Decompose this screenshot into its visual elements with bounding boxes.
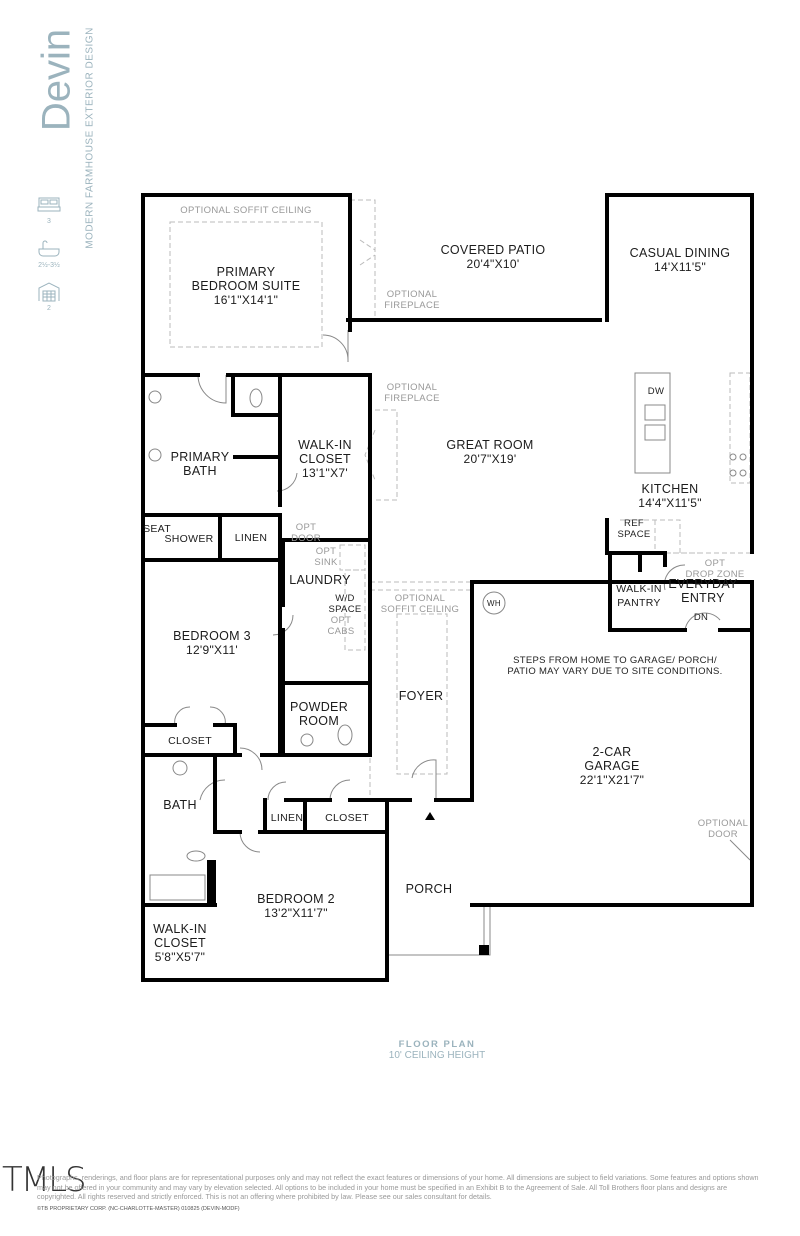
room-name: PRIMARY BEDROOM SUITE bbox=[191, 265, 301, 293]
room-name: COVERED PATIO bbox=[440, 243, 546, 257]
note-dishwasher: DW bbox=[647, 386, 665, 397]
garage-icon bbox=[38, 282, 60, 302]
room-name: BEDROOM 2 bbox=[257, 892, 335, 906]
disclaimer: Photographs, renderings, and floor plans… bbox=[37, 1173, 759, 1201]
room-walk-in-pantry: WALK-IN PANTRY bbox=[616, 583, 662, 609]
note-opt-cabs: OPT CABS bbox=[327, 615, 355, 637]
room-dims: 13'2"X11'7" bbox=[264, 906, 328, 920]
bathroom-count: 2½-3½ bbox=[38, 262, 60, 269]
water-heater-label: WH bbox=[487, 599, 501, 608]
garage-count: 2 bbox=[47, 305, 51, 312]
room-linen-primary: LINEN bbox=[234, 532, 268, 544]
note-opt-sink: OPT SINK bbox=[314, 546, 338, 568]
room-shower: SHOWER bbox=[164, 533, 214, 545]
room-name: GREAT ROOM bbox=[446, 438, 534, 452]
brand-logo: TMLS bbox=[2, 1160, 87, 1200]
room-seat: SEAT bbox=[143, 523, 171, 535]
note-steps: STEPS FROM HOME TO GARAGE/ PORCH/ PATIO … bbox=[507, 655, 723, 677]
copyright: ©TB PROPRIETARY CORP. (NC-CHARLOTTE-MAST… bbox=[37, 1206, 240, 1212]
bedroom-count: 3 bbox=[47, 218, 51, 225]
note-opt-door: OPT DOOR bbox=[291, 522, 321, 544]
room-name: WALK-IN CLOSET bbox=[153, 922, 207, 950]
room-closet-bedroom-3: CLOSET bbox=[168, 735, 212, 747]
floor-plan-subtitle: 10' CEILING HEIGHT bbox=[388, 1050, 486, 1061]
note-ref-space: REF SPACE bbox=[617, 518, 651, 540]
bed-icon bbox=[37, 197, 61, 212]
room-name: KITCHEN bbox=[641, 482, 699, 496]
note-soffit-foyer: OPTIONAL SOFFIT CEILING bbox=[380, 593, 460, 615]
entry-arrow-icon bbox=[425, 812, 435, 820]
room-dims: 16'1"X14'1" bbox=[213, 293, 279, 307]
room-dims: 20'4"X10' bbox=[466, 257, 520, 271]
note-down: DN bbox=[693, 612, 709, 623]
room-name: 2-CAR GARAGE bbox=[584, 745, 640, 773]
room-dims: 13'1"X7' bbox=[302, 466, 348, 480]
room-dims: 14'4"X11'5" bbox=[638, 496, 702, 510]
room-dims: 12'9"X11' bbox=[185, 643, 239, 657]
room-dims: 20'7"X19' bbox=[463, 452, 517, 466]
walls bbox=[141, 193, 754, 982]
floor-plan-title: FLOOR PLAN bbox=[398, 1039, 476, 1050]
room-name: WALK-IN CLOSET bbox=[298, 438, 352, 466]
room-primary-bath: PRIMARY BATH bbox=[170, 450, 230, 478]
bathtub-icon bbox=[38, 240, 60, 257]
room-everyday-entry: EVERYDAY ENTRY bbox=[668, 577, 738, 605]
note-optional-door: OPTIONAL DOOR bbox=[697, 818, 749, 840]
note-fireplace-great: OPTIONAL FIREPLACE bbox=[384, 382, 440, 404]
room-bath: BATH bbox=[163, 798, 197, 812]
room-dims: 22'1"X21'7" bbox=[579, 773, 645, 787]
room-laundry: LAUNDRY bbox=[289, 573, 351, 587]
note-fireplace-patio: OPTIONAL FIREPLACE bbox=[384, 289, 440, 311]
room-porch: PORCH bbox=[405, 882, 453, 896]
room-dims: 5'8"X5'7" bbox=[154, 950, 206, 964]
note-wd-space: W/D SPACE bbox=[328, 593, 362, 615]
room-foyer: FOYER bbox=[398, 689, 444, 703]
fixtures bbox=[148, 330, 751, 956]
room-powder-room: POWDER ROOM bbox=[289, 700, 349, 728]
note-soffit-primary: OPTIONAL SOFFIT CEILING bbox=[180, 205, 312, 216]
room-name: CASUAL DINING bbox=[629, 246, 731, 260]
room-dims: 14'X11'5" bbox=[653, 260, 707, 274]
room-linen-hall: LINEN bbox=[270, 812, 304, 824]
room-closet-hall: CLOSET bbox=[325, 812, 369, 824]
note-drop-zone: OPT DROP ZONE bbox=[685, 558, 745, 580]
room-name: BEDROOM 3 bbox=[173, 629, 251, 643]
